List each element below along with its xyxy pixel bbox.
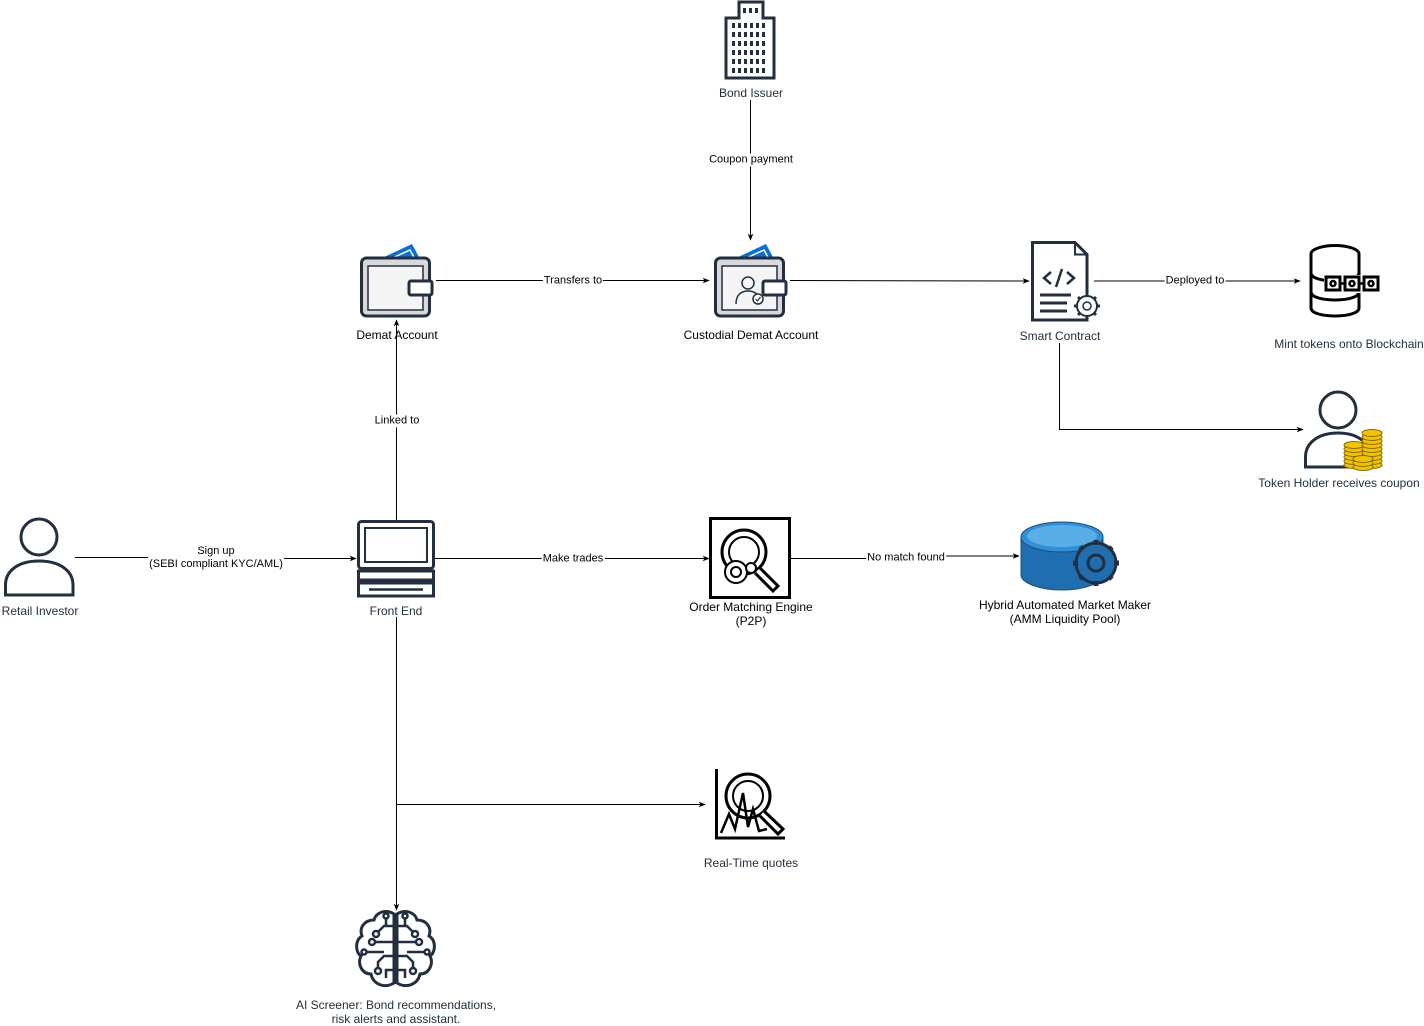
brain-circuit-icon bbox=[355, 910, 436, 988]
edge-label-deployed-to: Deployed to bbox=[1164, 274, 1226, 288]
mint-tokens-label: Mint tokens onto Blockchain bbox=[1274, 337, 1424, 351]
user-coins-icon bbox=[1304, 390, 1383, 471]
edge-label-transfers-to: Transfers to bbox=[542, 274, 604, 288]
blockchain-database-icon bbox=[1309, 244, 1380, 318]
office-building-icon bbox=[724, 0, 776, 80]
smart-contract-icon bbox=[1031, 241, 1100, 322]
demat-account-label: Demat Account bbox=[356, 328, 438, 342]
retail-investor-label: Retail Investor bbox=[1, 604, 79, 618]
edge-label-sign-up-line2: (SEBI compliant KYC/AML) bbox=[149, 558, 283, 570]
database-gear-icon bbox=[1020, 521, 1119, 591]
custodial-wallet-icon bbox=[714, 244, 788, 318]
amm-label-line1: Hybrid Automated Market Maker bbox=[978, 598, 1152, 612]
edge-contract-to-holder bbox=[1059, 343, 1304, 433]
order-matching-engine-label: Order Matching Engine (P2P) bbox=[689, 600, 812, 628]
order-matching-engine-label-line1: Order Matching Engine bbox=[689, 600, 813, 614]
ai-screener-label: AI Screener: Bond recommendations, risk … bbox=[296, 998, 496, 1026]
wallet-icon bbox=[360, 244, 434, 318]
amm-label-line2: (AMM Liquidity Pool) bbox=[1009, 612, 1121, 626]
edge-label-coupon-payment: Coupon payment bbox=[708, 153, 794, 167]
search-gear-icon bbox=[709, 517, 791, 599]
edge-label-sign-up-line1: Sign up bbox=[197, 545, 235, 557]
token-holder-label: Token Holder receives coupon bbox=[1258, 476, 1420, 490]
bond-issuer-label: Bond Issuer bbox=[718, 86, 784, 100]
computer-terminal-icon bbox=[357, 520, 435, 598]
edge-custodial-to-contract bbox=[789, 278, 1030, 284]
front-end-label: Front End bbox=[369, 604, 423, 618]
realtime-quotes-label: Real-Time quotes bbox=[703, 856, 799, 870]
chart-search-icon bbox=[715, 769, 786, 840]
custodial-demat-account-label: Custodial Demat Account bbox=[683, 328, 819, 342]
edge-label-sign-up: Sign up (SEBI compliant KYC/AML) bbox=[148, 545, 284, 571]
order-matching-engine-label-line2: (P2P) bbox=[735, 614, 767, 628]
edge-label-make-trades: Make trades bbox=[541, 552, 605, 566]
edge-label-linked-to: Linked to bbox=[373, 414, 421, 428]
edge-label-no-match-found: No match found bbox=[866, 551, 946, 565]
smart-contract-label: Smart Contract bbox=[1019, 329, 1101, 343]
ai-screener-label-line2: risk alerts and assistant. bbox=[331, 1012, 461, 1026]
edges bbox=[75, 100, 1304, 911]
amm-label: Hybrid Automated Market Maker (AMM Liqui… bbox=[979, 598, 1151, 626]
ai-screener-label-line1: AI Screener: Bond recommendations, bbox=[295, 998, 497, 1012]
user-icon bbox=[4, 517, 75, 597]
